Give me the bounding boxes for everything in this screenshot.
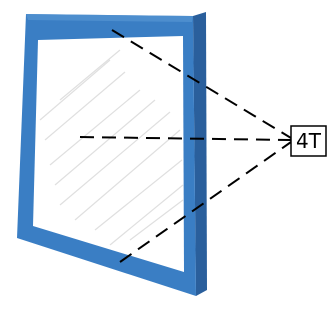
glass-pane (33, 36, 184, 272)
frame-side-depth (193, 12, 207, 296)
callout-line-top (111, 29, 292, 139)
callout-lines (79, 29, 292, 263)
callout-line-middle (79, 136, 292, 141)
callout-label-box: 4T (290, 125, 327, 157)
glass-hatching (39, 49, 184, 246)
callout-line-bottom (119, 141, 292, 263)
frame-top-highlight (26, 14, 193, 22)
callout-label: 4T (296, 129, 322, 153)
